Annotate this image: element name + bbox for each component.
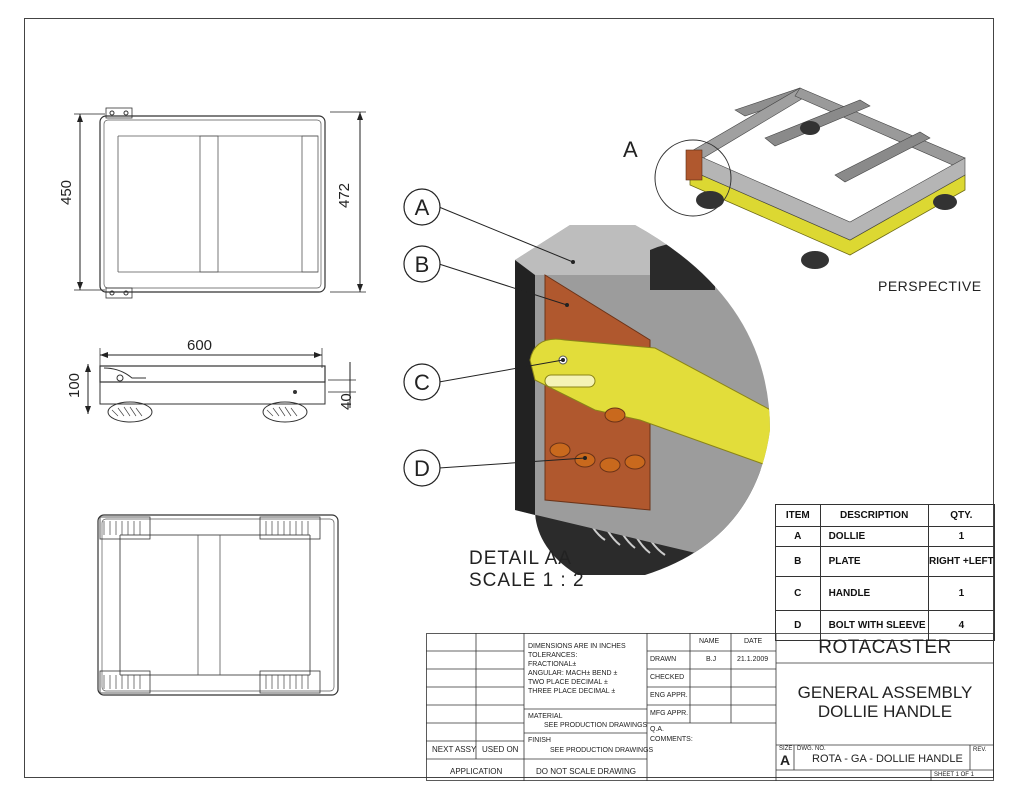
tb-used-on: USED ON — [482, 745, 519, 754]
tb-material-value: SEE PRODUCTION DRAWINGS — [544, 722, 648, 729]
tb-eng-appr: ENG APPR. — [650, 692, 688, 699]
tb-company: ROTACASTER — [818, 637, 952, 658]
side-view — [85, 348, 356, 423]
tb-finish-value: SEE PRODUCTION DRAWINGS — [550, 747, 654, 754]
tb-two-place: TWO PLACE DECIMAL ± — [528, 679, 608, 686]
callout-a: A — [415, 195, 430, 220]
tb-title-line2: DOLLIE HANDLE — [817, 702, 953, 721]
tb-name-header: NAME — [699, 638, 720, 645]
tb-dwg-no-label: DWG. NO. — [797, 746, 826, 752]
tb-qa: Q.A. — [650, 726, 665, 733]
dim-600: 600 — [187, 337, 213, 354]
top-view — [74, 107, 366, 299]
bottom-view — [97, 514, 339, 696]
detail-view: A B C D — [403, 188, 770, 575]
tb-finish-label: FINISH — [528, 737, 551, 744]
tb-three-place: THREE PLACE DECIMAL ± — [528, 688, 616, 695]
callout-b: B — [415, 252, 430, 277]
tb-mfg-appr: MFG APPR. — [650, 710, 689, 717]
tb-comments: COMMENTS: — [650, 736, 693, 743]
callout-d: D — [414, 456, 430, 481]
tb-do-not-scale: DO NOT SCALE DRAWING — [536, 767, 637, 776]
bom-header-description: DESCRIPTION — [819, 504, 929, 527]
tb-rev: REV. — [973, 747, 987, 753]
bom-row: C HANDLE 1 — [775, 576, 996, 611]
bom-row: A DOLLIE 1 — [775, 526, 996, 547]
tb-date-header: DATE — [744, 638, 763, 645]
perspective-callout: A — [623, 137, 638, 162]
tb-material-label: MATERIAL — [528, 713, 563, 720]
detail-scale: SCALE 1 : 2 — [469, 570, 585, 591]
tb-dims-note: DIMENSIONS ARE IN INCHES — [528, 643, 626, 650]
tb-next-assy: NEXT ASSY — [432, 745, 477, 754]
tb-sheet: SHEET 1 OF 1 — [934, 772, 974, 778]
tb-dwg-no: ROTA - GA - DOLLIE HANDLE — [812, 753, 963, 765]
dim-472: 472 — [336, 182, 353, 208]
title-block: DIMENSIONS ARE IN INCHES TOLERANCES: FRA… — [426, 633, 994, 781]
tb-drawn-name: B.J — [706, 656, 717, 663]
perspective-view — [654, 87, 966, 269]
bom-table: ITEM DESCRIPTION QTY. A DOLLIE 1 B PLATE… — [775, 504, 996, 641]
tb-title-line1: GENERAL ASSEMBLY — [797, 683, 973, 702]
tb-checked: CHECKED — [650, 674, 685, 681]
bom-header-item: ITEM — [775, 504, 821, 527]
dim-450: 450 — [58, 179, 75, 205]
bom-row: B PLATE RIGHT +LEFT — [775, 546, 996, 577]
dim-40: 40 — [338, 393, 355, 410]
tb-application: APPLICATION — [450, 767, 503, 776]
tb-angular: ANGULAR: MACH± BEND ± — [528, 670, 618, 677]
callout-c: C — [414, 370, 430, 395]
tb-drawn: DRAWN — [650, 656, 677, 663]
bom-header-qty: QTY. — [927, 504, 996, 527]
tb-drawn-date: 21.1.2009 — [737, 656, 769, 663]
bom-row: D BOLT WITH SLEEVE 4 — [775, 610, 996, 641]
tb-fractional: FRACTIONAL± — [528, 661, 577, 668]
tb-size: A — [780, 752, 791, 768]
drawing-frame — [24, 18, 994, 778]
dim-100: 100 — [66, 372, 83, 398]
detail-title: DETAIL AA — [469, 548, 572, 569]
tb-tolerances: TOLERANCES: — [528, 652, 578, 659]
tb-size-label: SIZE — [779, 746, 793, 752]
perspective-label: PERSPECTIVE — [878, 278, 982, 294]
